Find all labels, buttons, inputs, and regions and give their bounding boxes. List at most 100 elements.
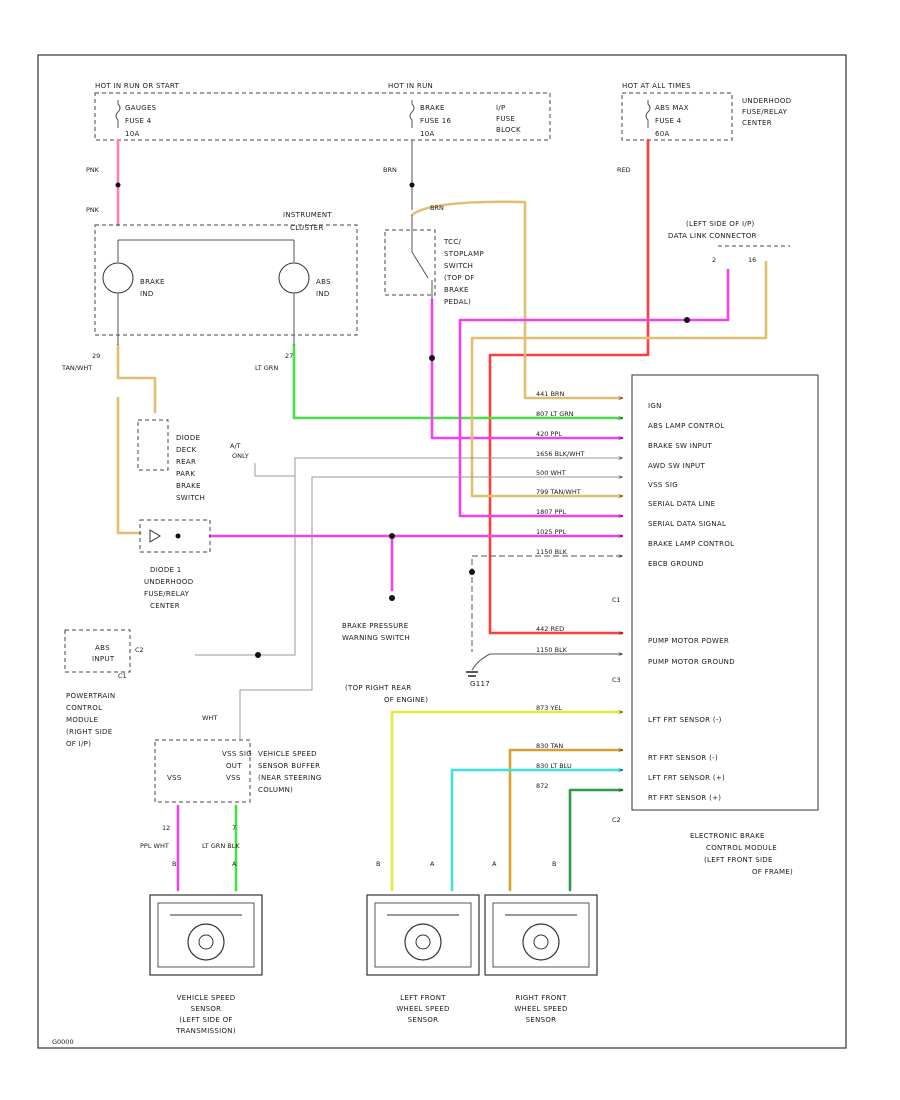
wire-label-pnk-1: PNK	[86, 166, 100, 174]
ebcm-pin-marker: >	[618, 434, 623, 442]
wire-wht-vss	[239, 476, 622, 740]
ebcm-pin-marker: >	[618, 473, 623, 481]
diode-label-4: CENTER	[150, 602, 180, 610]
fuse-brake-icon	[409, 100, 415, 128]
ebcm-pin-label: IGN	[648, 402, 662, 410]
ebcm-pin-label: RT FRT SENSOR (+)	[648, 794, 721, 802]
sensor-core-icon	[198, 934, 214, 950]
ebcm-wire-label: 1656 BLK/WHT	[536, 450, 584, 458]
ebcm-pin-label: AWD SW INPUT	[648, 462, 705, 470]
vss-buffer-label-3: (NEAR STEERING	[258, 774, 322, 782]
wire-blk-ebcb-ground	[471, 555, 622, 652]
at-label-2: ONLY	[232, 452, 249, 460]
underhood-label-1: UNDERHOOD	[742, 97, 791, 105]
sensor-label: (LEFT SIDE OF	[179, 1016, 232, 1024]
wire-grn-rt-plus	[568, 788, 624, 892]
ebcm-pin-label: BRAKE LAMP CONTROL	[648, 540, 734, 548]
sensor-label: WHEEL SPEED	[396, 1005, 449, 1013]
sensor-inner	[374, 902, 472, 968]
splice-dot-6	[175, 533, 181, 539]
sensor-label: TRANSMISSION)	[175, 1027, 236, 1035]
ebcm-wire-label: 1150 BLK	[536, 646, 568, 654]
brake-ind-pin: 29	[92, 352, 100, 360]
wire-at-only	[254, 463, 295, 477]
pcm-label-3: MODULE	[66, 716, 98, 724]
vss-buffer: WHT VSS SIG OUT VSS VSS VEHICLE SPEED SE…	[140, 714, 322, 850]
ebcm-pin-marker: >	[618, 552, 623, 560]
dlc-pin-b: 16	[748, 256, 756, 264]
cluster-box	[94, 224, 358, 336]
park-switch-label-2: DECK	[176, 446, 197, 454]
ebcm-wire-label: 1150 BLK	[536, 548, 568, 556]
ground-label-1: (TOP RIGHT REAR	[345, 684, 412, 692]
fuse-symbols	[115, 100, 651, 128]
ebcm-pin-marker: >	[618, 629, 623, 637]
stoplamp-switch: TCC/ STOPLAMP SWITCH (TOP OF BRAKE PEDAL…	[384, 215, 484, 306]
stoplamp-label-5: BRAKE	[444, 286, 469, 294]
splice-dot-5	[389, 533, 395, 539]
ip-fuse-block-box	[94, 92, 551, 141]
park-switch-label-6: SWITCH	[176, 494, 205, 502]
abs-ind-label-2: IND	[316, 290, 330, 298]
brake-pressure-switch: BRAKE PRESSURE WARNING SWITCH	[342, 622, 410, 642]
ebcm-pin-marker: >	[618, 708, 623, 716]
pcm-label-2: CONTROL	[66, 704, 102, 712]
pcm-box-label-2: INPUT	[92, 655, 115, 663]
diode-box	[139, 519, 211, 553]
splice-dot-1	[115, 182, 121, 188]
vss-buffer-wire: WHT	[202, 714, 217, 722]
splice-dot-7	[469, 569, 475, 575]
stoplamp-label-1: TCC/	[443, 238, 462, 246]
pcm-label-5: OF I/P)	[66, 740, 91, 748]
fuse-block-right: HOT AT ALL TIMES ABS MAX FUSE 4 60A UNDE…	[621, 82, 791, 141]
ebcm-wire-label: 799 TAN/WHT	[536, 488, 581, 496]
abs-ind-label-1: ABS	[316, 278, 331, 286]
ip-fuse-block-label-1: I/P	[496, 104, 506, 112]
vss-buffer-label-2: SENSOR BUFFER	[258, 762, 320, 770]
sensor-label: VEHICLE SPEED	[177, 994, 236, 1002]
ebcm-pin-marker: >	[618, 512, 623, 520]
splice-dot-8	[255, 652, 261, 658]
stoplamp-label-2: STOPLAMP	[444, 250, 484, 258]
fuse-brake-number: FUSE 16	[420, 117, 451, 125]
stoplamp-contact-icon	[411, 251, 429, 279]
wire-ppl-serial-signal	[458, 268, 730, 518]
wire-blk-wht-awd	[195, 457, 622, 656]
fuse-gauges-icon	[115, 100, 121, 128]
splice-dot-2	[409, 182, 415, 188]
sensor-label: WHEEL SPEED	[514, 1005, 567, 1013]
ebcm-pin-label: ABS LAMP CONTROL	[648, 422, 724, 430]
fuse-gauges-amp: 10A	[125, 130, 140, 138]
sensor-inner	[157, 902, 255, 968]
sensor-coil-icon	[187, 923, 225, 961]
park-switch-label-1: DIODE	[176, 434, 200, 442]
fuse-brake-name: BRAKE	[420, 104, 445, 112]
sensor-label: LEFT FRONT	[400, 994, 446, 1002]
ebcm-pin-label: PUMP MOTOR GROUND	[648, 658, 735, 666]
vss-buffer-pin-7: 7	[232, 824, 236, 832]
powertrain-control-module: ABS INPUT C2 C1 POWERTRAIN CONTROL MODUL…	[64, 629, 144, 748]
diode: DIODE 1 UNDERHOOD FUSE/RELAY CENTER	[139, 519, 211, 610]
ebcm-box	[631, 374, 819, 811]
fuse-brake-amp: 10A	[420, 130, 435, 138]
brake-pressure-label-2: WARNING SWITCH	[342, 634, 410, 642]
supply-hot-all-times-label: HOT AT ALL TIMES	[622, 82, 691, 90]
diode-label-2: UNDERHOOD	[144, 578, 193, 586]
ebcm-pin-marker: >	[618, 766, 623, 774]
fuse-gauges-name: GAUGES	[125, 104, 157, 112]
stoplamp-label-6: PEDAL)	[444, 298, 471, 306]
fuse-abs-max-amp: 60A	[655, 130, 670, 138]
sensor-pin-label: B	[172, 860, 176, 868]
ebcm-pin-marker: >	[618, 492, 623, 500]
splice-dot-3	[684, 317, 690, 323]
wire-tan-serial-line	[470, 260, 768, 498]
ip-fuse-block-label-2: FUSE	[496, 115, 515, 123]
wire-blk-pump-ground	[471, 653, 622, 671]
splice-dots	[115, 182, 690, 658]
ebcm-wire-label: 830 TAN	[536, 742, 563, 750]
wire-tan-wht-diode	[116, 396, 142, 535]
diode-label-1: DIODE 1	[150, 566, 182, 574]
splice-dot-4	[429, 355, 435, 361]
